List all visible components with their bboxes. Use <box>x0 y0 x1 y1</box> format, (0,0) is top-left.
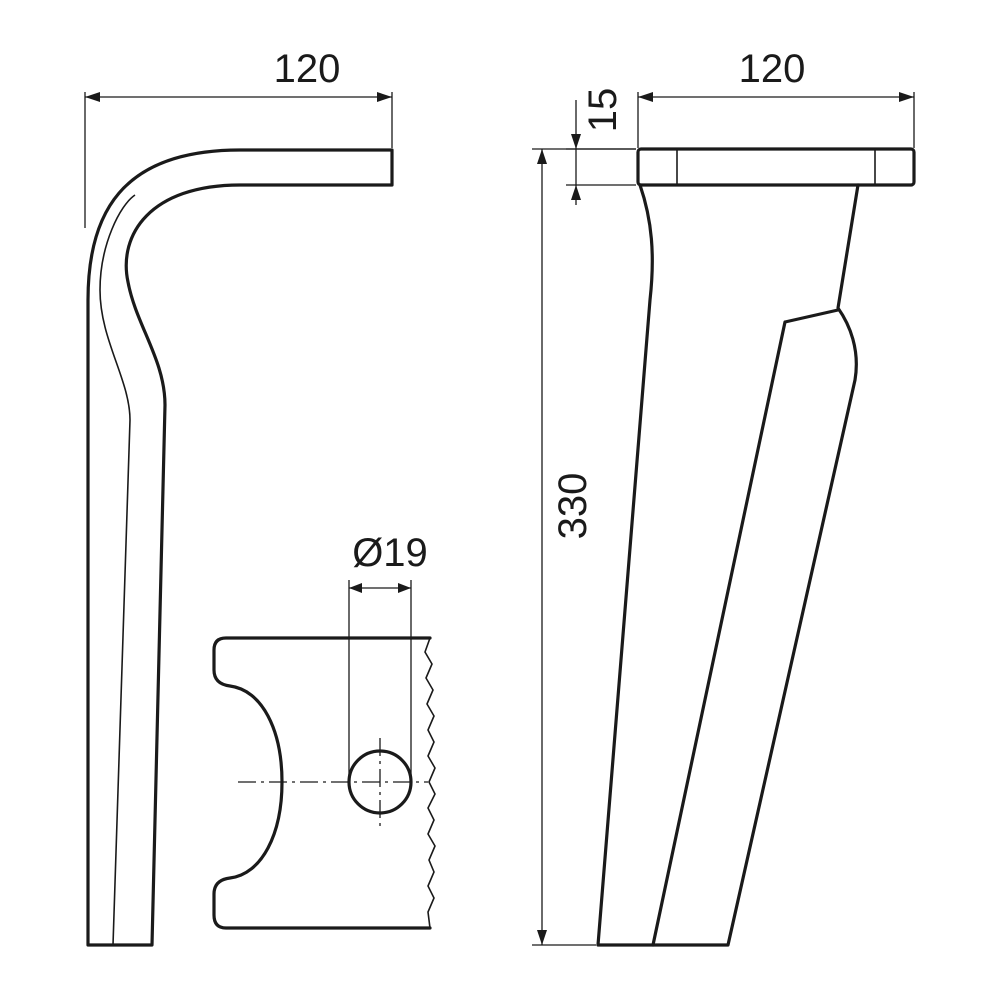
detail-view: Ø19 <box>212 531 436 930</box>
side-view-outline <box>86 148 394 947</box>
side-width-dimension: 120 <box>84 47 393 228</box>
front-blade-bevel <box>651 308 840 947</box>
flange-thickness-dimension: 15 <box>566 88 636 205</box>
detail-outline <box>212 636 432 930</box>
front-width-dimension: 120 <box>637 47 915 148</box>
flange-thickness-label: 15 <box>581 88 625 133</box>
side-view-edge-line <box>99 194 136 946</box>
front-width-label: 120 <box>739 47 806 91</box>
side-width-label: 120 <box>274 47 341 91</box>
height-dimension: 330 <box>532 148 636 946</box>
front-view: 120 15 330 <box>532 47 916 947</box>
hole-diameter-label: Ø19 <box>352 531 428 575</box>
mounting-flange <box>636 147 916 187</box>
detail-break-line <box>424 637 436 929</box>
height-label: 330 <box>551 473 595 540</box>
hole-diameter-dimension: Ø19 <box>348 531 428 782</box>
side-view: 120 <box>84 47 394 947</box>
front-blade-outline <box>596 183 860 947</box>
